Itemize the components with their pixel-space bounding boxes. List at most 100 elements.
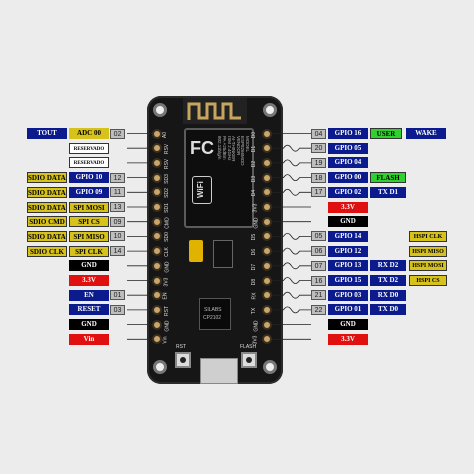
- header-pin-left: [152, 275, 162, 286]
- label-gpio: GPIO 14: [328, 230, 368, 242]
- mount-hole: [263, 103, 277, 117]
- rst-button[interactable]: [175, 352, 191, 368]
- pin-silk-label: RX: [251, 292, 258, 300]
- label-gpio: GPIO 13: [328, 260, 368, 272]
- header-pin-left: [152, 202, 162, 212]
- pin-silk-label: GND: [253, 217, 260, 229]
- header-pin-right: [262, 187, 272, 198]
- mount-hole: [263, 360, 277, 374]
- label-extra: TX D0: [370, 304, 406, 316]
- label-hspi: HSPI CS: [409, 275, 447, 286]
- label-tout: TOUT: [27, 128, 67, 139]
- pin-silk-label: CLK: [163, 247, 170, 257]
- pin-silk-label: A0: [162, 131, 169, 138]
- label-extra: TX D2: [370, 275, 406, 286]
- pin-silk-label: GND: [164, 261, 171, 273]
- pin-silk-label: D8: [251, 278, 258, 285]
- label-reset: RESET: [69, 304, 109, 316]
- header-pin-left: [152, 260, 162, 271]
- label-hspi: HSPI CLK: [409, 230, 447, 242]
- header-pin-right: [262, 143, 272, 154]
- header-pin-right: [262, 319, 272, 330]
- header-pin-left: [152, 246, 162, 257]
- pin-silk-label: SD3: [163, 173, 170, 184]
- label-wake: WAKE: [406, 128, 446, 139]
- pin-silk-label: D1: [251, 145, 258, 153]
- pin-silk-label: D0: [251, 131, 258, 138]
- header-pin-right: [262, 275, 272, 286]
- header-pin-left: [152, 157, 162, 168]
- label-gpio: GPIO 00: [328, 172, 368, 184]
- label-vin: Vin: [69, 333, 109, 345]
- label-gpio: GPIO 09: [69, 186, 109, 198]
- pin-number: 06: [311, 246, 326, 257]
- pin-number: 22: [311, 304, 326, 315]
- header-pin-left: [152, 334, 162, 345]
- pin-silk-label: D2: [251, 160, 258, 168]
- label-33v: 3.3V: [328, 201, 368, 213]
- pin-silk-label: Vin: [162, 336, 169, 344]
- header-pin-right: [262, 172, 272, 183]
- pin-silk-label: GND: [164, 320, 171, 332]
- pin-number: 05: [311, 231, 326, 242]
- pin-silk-label: 3V3: [252, 203, 259, 213]
- label-sdio: SDIO CLK: [27, 245, 67, 257]
- pin-number: 19: [311, 157, 326, 168]
- module-spec-line: PA +25dBm: [222, 136, 227, 160]
- pin-number: 10: [110, 231, 125, 242]
- label-gpio: GPIO 01: [328, 304, 368, 316]
- label-gpio: GPIO 02: [328, 186, 368, 198]
- pin-silk-label: RST: [164, 305, 170, 316]
- module-spec-line: VENDOR: [235, 136, 241, 156]
- pin-number: 09: [110, 216, 125, 227]
- pin-number: 16: [311, 275, 326, 286]
- header-pin-right: [262, 128, 272, 139]
- mount-hole: [153, 360, 167, 374]
- header-pin-left: [152, 290, 162, 301]
- label-sdio: SDIO CMD: [27, 216, 67, 228]
- flash-button[interactable]: [241, 352, 257, 368]
- capacitor: [189, 240, 203, 262]
- pin-silk-label: D6: [251, 248, 258, 256]
- header-pin-right: [262, 304, 272, 315]
- label-sdio: SDIO DATA2: [27, 186, 67, 198]
- label-hspi: HSPI MOSI: [409, 260, 447, 272]
- module-spec-line: ESP8266MOD: [240, 136, 246, 166]
- label-extra: RX D0: [370, 289, 406, 301]
- header-pin-left: [152, 172, 162, 183]
- label-gpio: GPIO 16: [328, 128, 368, 139]
- header-pin-left: [152, 187, 162, 198]
- pin-number: 21: [311, 290, 326, 301]
- module-spec-line: MODEL: [245, 136, 250, 153]
- header-pin-right: [262, 231, 272, 242]
- label-extra: USER: [370, 128, 402, 139]
- label-spi: SPI CLK: [69, 245, 109, 257]
- label-hspi: HSPI MISO: [409, 245, 447, 257]
- header-pin-left: [152, 319, 162, 330]
- label-gpio: GPIO 04: [328, 157, 368, 169]
- module-spec-line: ISM 2.4GHz: [226, 136, 232, 161]
- usb-connector: [200, 358, 238, 384]
- flash-label: FLASH: [240, 344, 257, 350]
- header-pin-left: [152, 304, 162, 315]
- pin-silk-label: SD2: [163, 188, 170, 199]
- label-en: EN: [69, 289, 109, 301]
- chip-model: CP2102: [203, 315, 222, 321]
- label-reservado: RESERVADO: [69, 142, 109, 154]
- pin-number: 18: [311, 172, 326, 183]
- pin-number: 07: [311, 260, 326, 271]
- header-pin-left: [152, 216, 162, 227]
- label-gpio: GPIO 03: [328, 289, 368, 301]
- label-gnd: GND: [69, 319, 109, 331]
- header-pin-left: [152, 143, 162, 154]
- label-33v: 3.3V: [328, 333, 368, 345]
- pin-silk-label: SD0: [163, 232, 170, 243]
- pin-number: 20: [311, 143, 326, 154]
- label-gpio: GPIO 10: [69, 172, 109, 184]
- regulator: [213, 240, 233, 268]
- pin-silk-label: D4: [251, 190, 258, 197]
- pin-number: 03: [110, 304, 125, 315]
- pin-silk-label: CMD: [164, 216, 171, 229]
